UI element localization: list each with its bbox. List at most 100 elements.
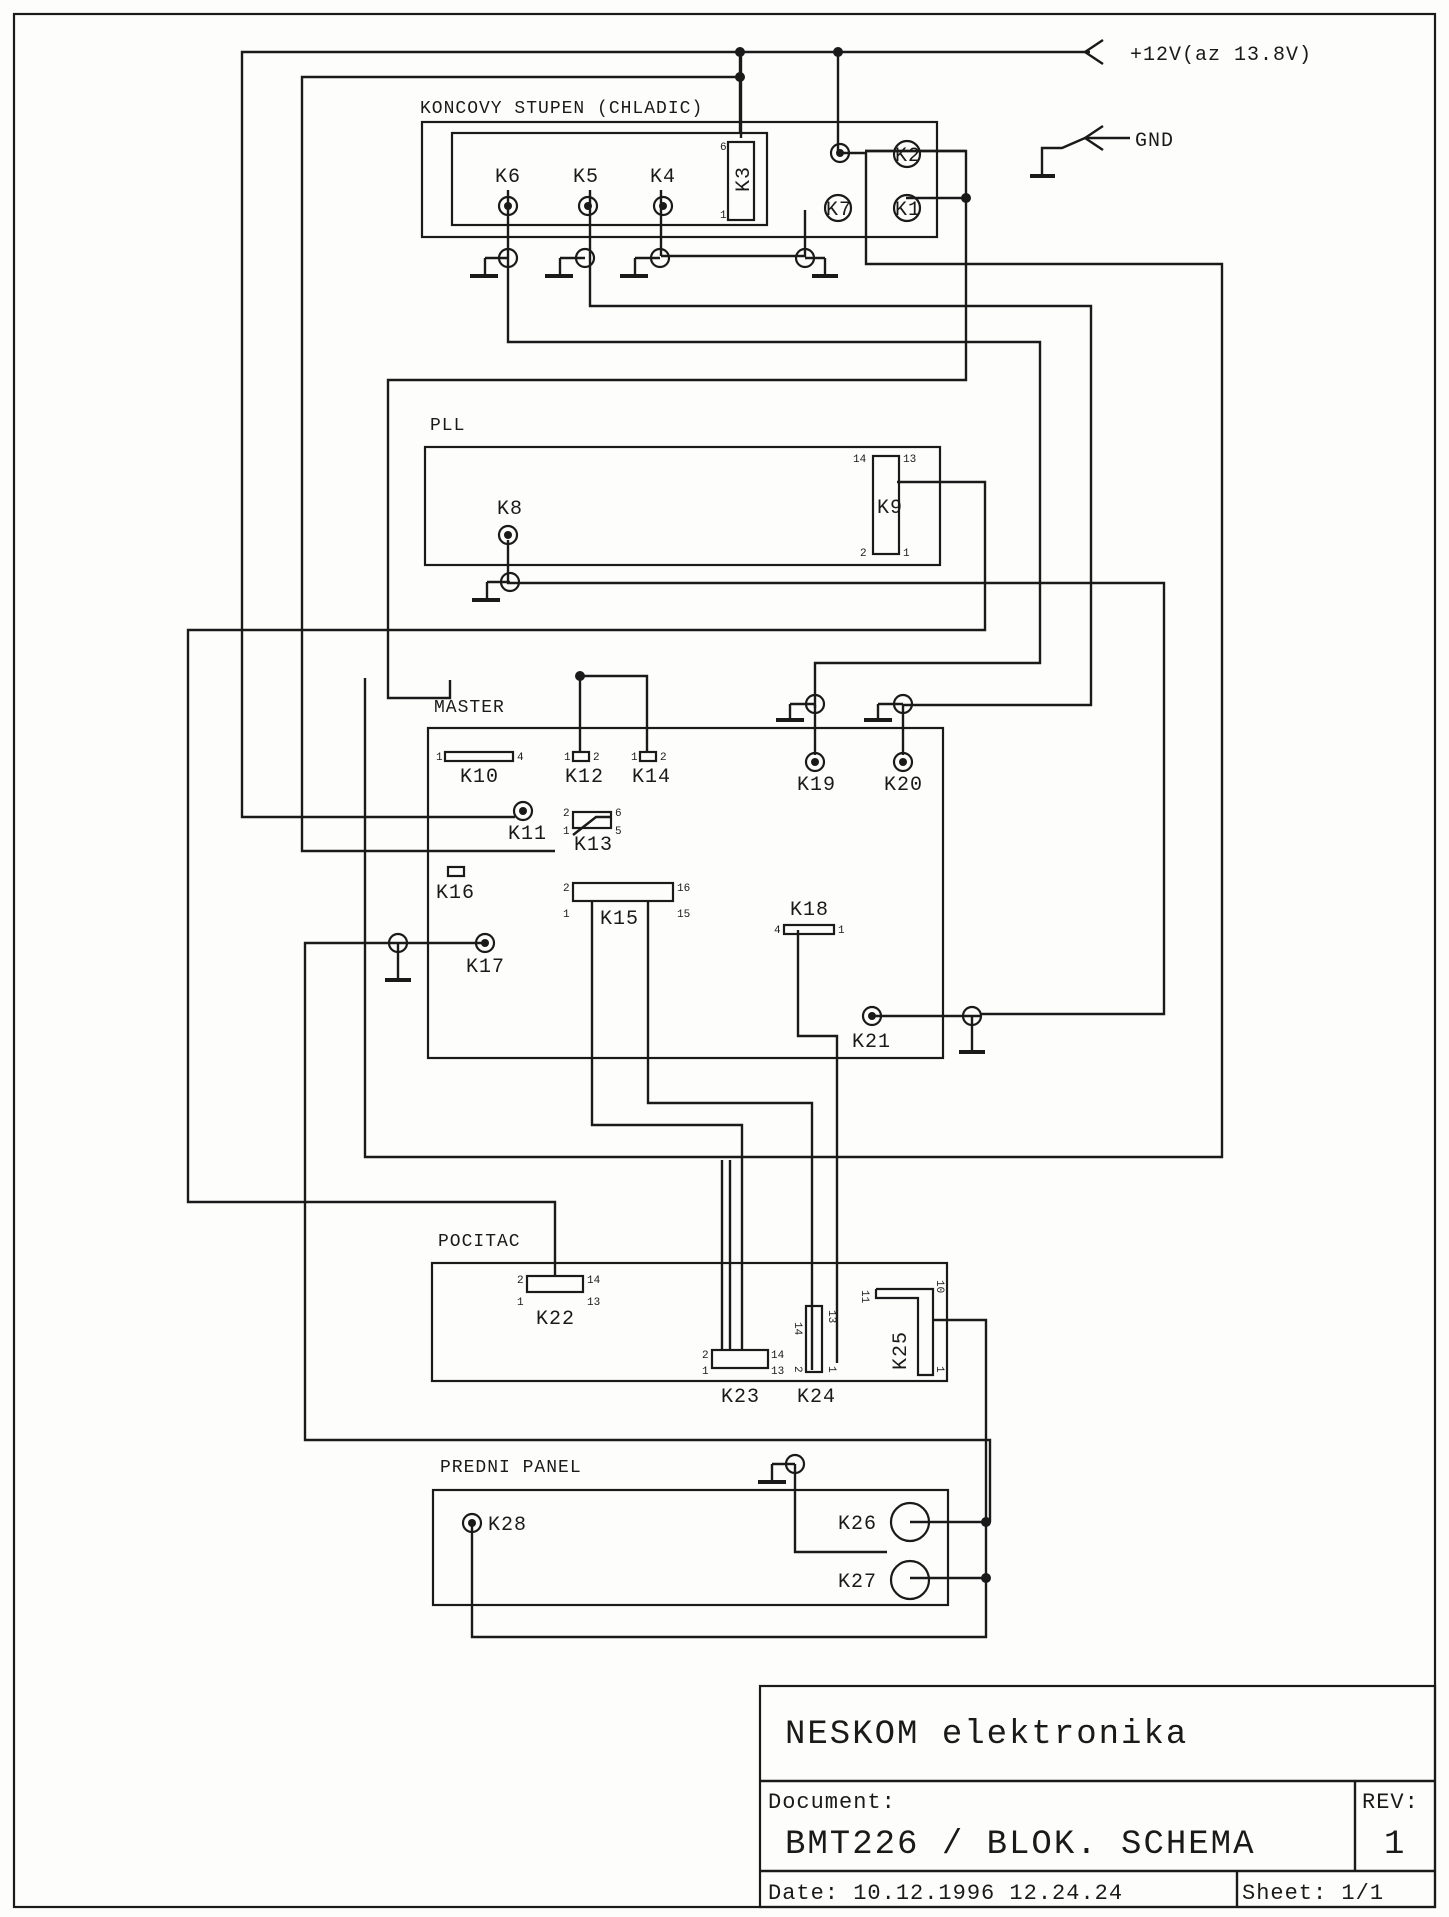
supply-12v-label: +12V(az 13.8V) [1130,44,1312,67]
svg-text:11: 11 [858,1290,870,1304]
svg-text:5: 5 [615,826,622,838]
svg-text:1: 1 [563,909,570,921]
svg-text:1: 1 [702,1366,709,1378]
svg-text:10: 10 [933,1280,945,1293]
title-block: NESKOM elektronika Document: BMT226 / BL… [758,1684,1437,1909]
svg-text:1: 1 [838,925,845,937]
svg-text:1: 1 [564,752,571,764]
connector-k20: K20 [884,751,923,797]
connector-koncovy-supply [829,142,851,164]
wires [186,39,1224,1639]
svg-text:4: 4 [517,752,524,764]
company-name: NESKOM elektronika [785,1716,1188,1754]
koncovy-inner-box [450,131,769,227]
svg-text:1: 1 [825,1366,837,1373]
svg-text:1: 1 [563,826,570,838]
svg-text:K12: K12 [565,766,604,789]
connector-k14: K14 1 2 [631,750,671,789]
connector-k27: K27 [838,1559,931,1601]
svg-text:13: 13 [587,1297,600,1309]
svg-text:2: 2 [563,883,570,895]
svg-text:2: 2 [517,1275,524,1287]
section-panel-title: PREDNI PANEL [440,1458,582,1478]
svg-text:K14: K14 [632,766,671,789]
predni-panel-box [431,1488,950,1607]
svg-text:K20: K20 [884,774,923,797]
connector-k1: K1 [892,193,922,223]
svg-text:K4: K4 [650,166,676,189]
section-pocitac-title: POCITAC [438,1232,521,1252]
connector-k21: K21 [852,1005,891,1054]
sheet-field: Sheet: 1/1 [1242,1881,1384,1906]
connector-k16: K16 [436,865,475,905]
koncovy-stupen-box [420,120,939,239]
svg-text:K6: K6 [495,166,521,189]
svg-text:1: 1 [933,1366,945,1373]
section-koncovy-title: KONCOVY STUPEN (CHLADIC) [420,99,703,119]
connector-k17: K17 [466,932,505,979]
master-box [426,726,945,1060]
svg-text:K5: K5 [573,166,599,189]
svg-text:K16: K16 [436,882,475,905]
svg-text:1: 1 [517,1297,524,1309]
connector-k13: K13 2 6 1 5 [563,808,622,857]
svg-text:14: 14 [853,454,867,466]
svg-text:1: 1 [720,210,727,222]
svg-text:1: 1 [436,752,443,764]
svg-text:14: 14 [771,1350,785,1362]
connector-k15: K15 2 16 1 15 [563,881,690,931]
pll-box [423,445,942,567]
svg-text:2: 2 [702,1350,709,1362]
connector-k10: K10 1 4 [436,750,524,789]
svg-text:16: 16 [677,883,690,895]
svg-text:1: 1 [631,752,638,764]
connector-k3: K3 6 1 [720,140,756,222]
connector-k26: K26 [838,1501,931,1543]
svg-text:K24: K24 [797,1386,836,1409]
svg-text:2: 2 [593,752,600,764]
svg-text:K13: K13 [574,834,613,857]
connector-k24: K24 14 13 2 1 [791,1304,837,1409]
svg-text:4: 4 [774,925,781,937]
svg-text:2: 2 [660,752,667,764]
connector-k19: K19 [797,751,835,797]
svg-text:K23: K23 [721,1386,760,1409]
svg-text:K9: K9 [877,497,903,520]
svg-text:K22: K22 [536,1308,575,1331]
svg-text:K8: K8 [497,498,523,521]
pocitac-box [430,1261,949,1383]
connector-k28: K28 [461,1512,527,1537]
section-pll-title: PLL [430,416,465,436]
svg-text:15: 15 [677,909,690,921]
connector-k11: K11 [508,800,547,846]
svg-text:K27: K27 [838,1571,877,1594]
svg-text:K10: K10 [460,766,499,789]
svg-text:K18: K18 [790,899,829,922]
svg-text:K17: K17 [466,956,505,979]
svg-text:2: 2 [860,548,867,560]
svg-text:K28: K28 [488,1514,527,1537]
svg-text:K11: K11 [508,823,547,846]
rev-value: 1 [1384,1826,1406,1864]
svg-text:13: 13 [771,1366,784,1378]
sheet-border [12,12,1437,1909]
connector-k22: K22 2 14 1 13 [517,1274,601,1331]
svg-text:K21: K21 [852,1031,891,1054]
svg-text:K7: K7 [826,199,852,222]
svg-text:K2: K2 [895,145,921,168]
svg-text:K1: K1 [895,199,921,222]
svg-text:K26: K26 [838,1513,877,1536]
svg-text:6: 6 [615,808,622,820]
connector-k25: K25 11 10 1 [858,1280,945,1377]
connector-k5: K5 [573,166,599,217]
svg-text:13: 13 [903,454,916,466]
connector-k9: K9 14 13 2 1 [853,454,916,560]
svg-text:13: 13 [825,1310,837,1323]
connector-k4: K4 [650,166,676,217]
ground-symbols [385,247,985,1484]
svg-text:14: 14 [791,1322,803,1336]
svg-text:14: 14 [587,1275,601,1287]
junctions [575,47,991,1583]
svg-text:2: 2 [791,1366,803,1373]
